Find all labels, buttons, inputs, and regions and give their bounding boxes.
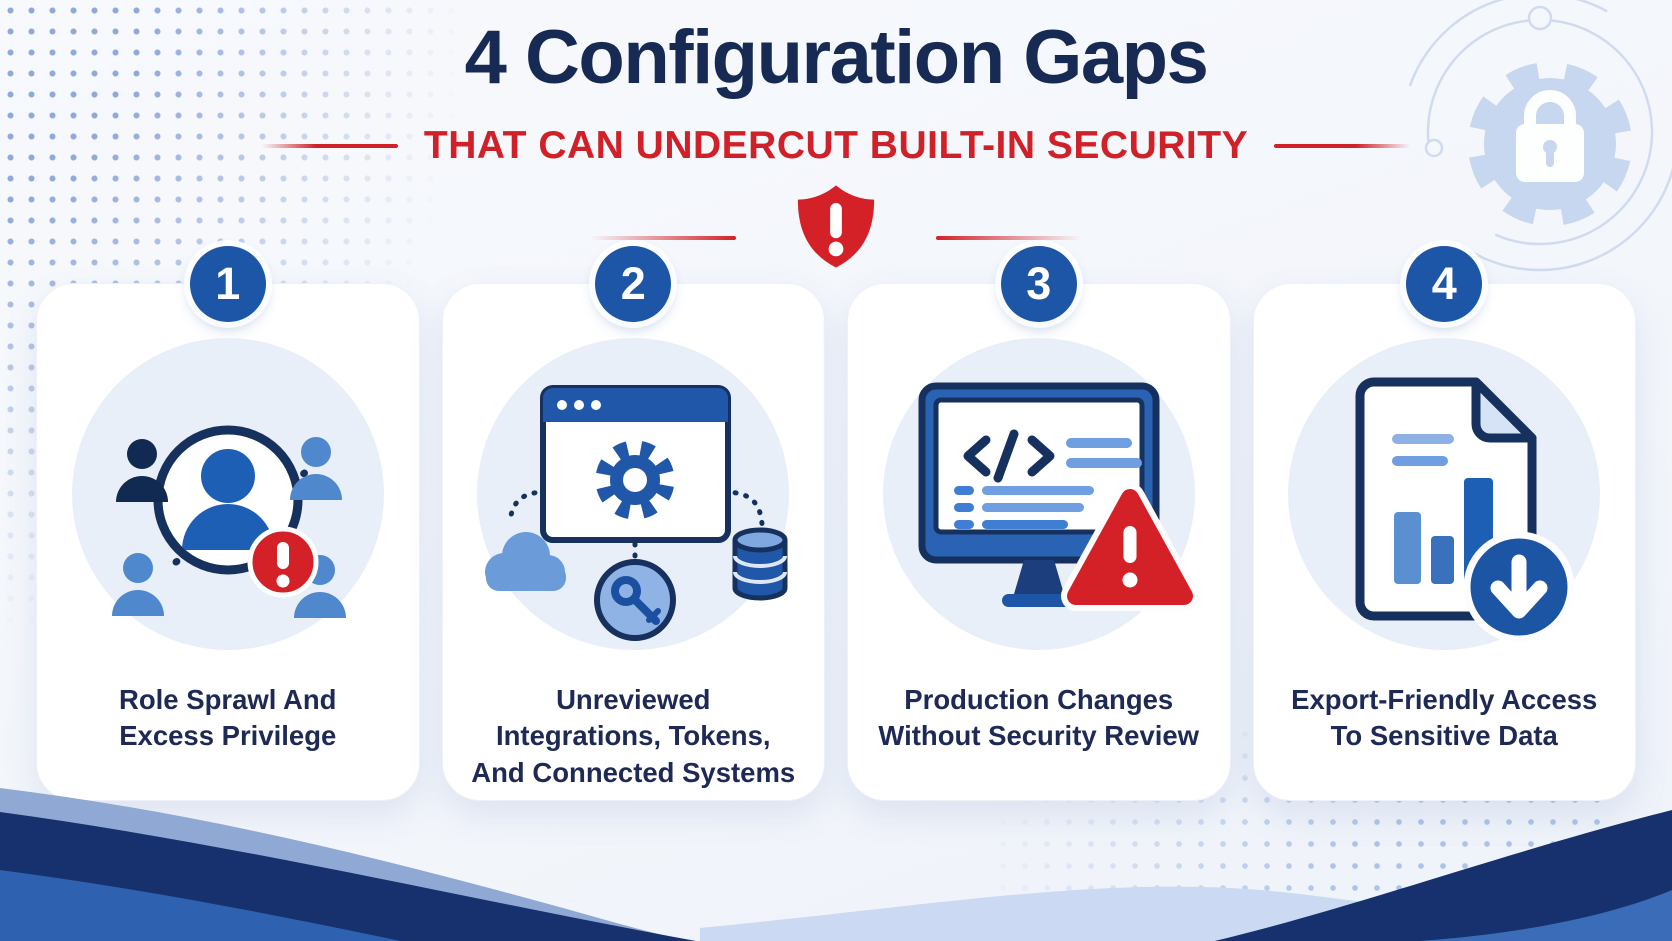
card-icon-area <box>443 284 825 676</box>
user-icon-top-right <box>289 437 342 500</box>
export-data-download-icon <box>1355 377 1575 643</box>
card-role-sprawl: 1 <box>36 246 420 801</box>
cloud-icon <box>485 532 567 591</box>
key-token-icon <box>594 559 677 641</box>
card-number-badge: 1 <box>189 246 266 322</box>
warning-triangle-icon <box>1060 483 1199 611</box>
warning-badge-icon <box>247 526 319 598</box>
subtitle-dash-right <box>1274 144 1411 148</box>
gear-lock-watermark-icon <box>1400 0 1672 272</box>
shield-exclamation-icon <box>797 185 875 268</box>
code-lines <box>953 438 1142 529</box>
card-icon-area <box>1254 284 1636 676</box>
card-production-changes: 3 <box>847 246 1231 801</box>
card-number-badge: 3 <box>1000 246 1077 322</box>
code-brackets-icon <box>963 429 1055 483</box>
card-icon-area <box>848 284 1230 676</box>
card-title: Production Changes Without Security Revi… <box>878 684 1200 752</box>
wave-blue-left <box>0 870 401 941</box>
wave-navy <box>0 810 1672 941</box>
production-change-warning-icon <box>918 382 1199 611</box>
card-unreviewed-integrations: 2 <box>441 246 825 801</box>
shield-line-right <box>936 236 1082 240</box>
card-export-access: 4 <box>1252 246 1636 801</box>
wave-blue-right-accent <box>1420 890 1672 941</box>
card-title: Unreviewed Integrations, Tokens, And Con… <box>471 684 796 788</box>
role-sprawl-users-icon <box>111 425 346 618</box>
subtitle-row: THAT CAN UNDERCUT BUILT-IN SECURITY <box>0 124 1672 168</box>
database-icon <box>732 527 788 601</box>
central-user-icon <box>181 449 274 550</box>
lock-icon <box>1516 90 1584 182</box>
bar-chart-icon <box>1394 478 1494 584</box>
integrations-tokens-icon <box>485 385 788 641</box>
card-icon-area <box>37 284 419 676</box>
page-subtitle: THAT CAN UNDERCUT BUILT-IN SECURITY <box>423 124 1249 167</box>
card-number-badge: 4 <box>1406 246 1483 322</box>
cards-row: 1 <box>36 246 1636 801</box>
user-icon-bottom-left <box>111 553 164 616</box>
card-title: Export-Friendly Access To Sensitive Data <box>1291 684 1598 752</box>
card-title: Role Sprawl And Excess Privilege <box>119 684 337 752</box>
download-circle-icon <box>1463 531 1575 643</box>
alert-shield-row <box>0 178 1672 272</box>
page-title: 4 Configuration Gaps <box>464 15 1209 100</box>
connector-dashes <box>507 489 765 565</box>
user-icon-top-left <box>115 439 168 502</box>
bottom-wave-decoration <box>0 788 1672 941</box>
subtitle-dash-left <box>261 144 398 148</box>
shield-line-left <box>590 236 736 240</box>
card-number-badge: 2 <box>595 246 672 322</box>
